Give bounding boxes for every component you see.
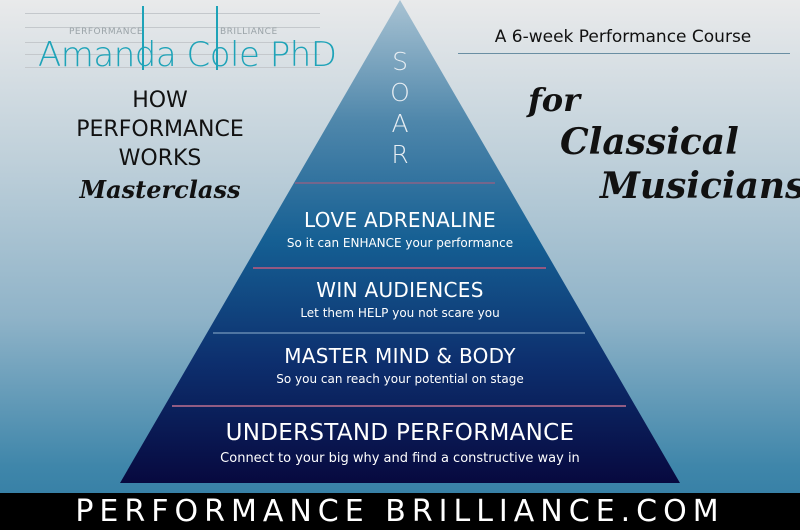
tier-title: UNDERSTAND PERFORMANCE — [225, 420, 575, 446]
tier-master-mind-body: MASTER MIND & BODY So you can reach your… — [180, 344, 620, 387]
title-line: PERFORMANCE — [76, 117, 244, 142]
pyramid-shape — [120, 0, 680, 483]
subtitle-underline — [458, 53, 790, 54]
logo-brilliance: BRILLIANCE — [220, 27, 278, 37]
masterclass-script: Masterclass — [79, 175, 241, 204]
tier-title: LOVE ADRENALINE — [304, 208, 496, 232]
tier-title: MASTER MIND & BODY — [284, 344, 516, 368]
pyramid — [120, 0, 680, 483]
script-classical: Classical — [560, 121, 739, 163]
soar-letter: R — [391, 140, 409, 169]
course-subtitle: A 6-week Performance Course — [494, 27, 752, 47]
title-line: HOW — [132, 88, 188, 113]
soar-letter: S — [392, 47, 408, 76]
tier-subtitle: So it can ENHANCE your performance — [286, 236, 514, 250]
tier-love-adrenaline: LOVE ADRENALINE So it can ENHANCE your p… — [260, 208, 540, 251]
tier-subtitle: Connect to your big why and find a const… — [220, 451, 580, 466]
script-for: for — [528, 81, 580, 119]
tier-subtitle: Let them HELP you not scare you — [300, 306, 500, 320]
tier-title: WIN AUDIENCES — [316, 278, 484, 302]
tier-subtitle: So you can reach your potential on stage — [276, 372, 524, 386]
soar-letter: O — [390, 78, 410, 107]
tier-win-audiences: WIN AUDIENCES Let them HELP you not scar… — [220, 278, 580, 321]
logo-performance: PERFORMANCE — [69, 27, 144, 37]
soar-letter: A — [391, 109, 409, 138]
logo-name: Amanda Cole PhD — [38, 35, 337, 75]
tier-understand-performance: UNDERSTAND PERFORMANCE Connect to your b… — [140, 420, 660, 467]
soar-acronym: S O A R — [385, 46, 415, 170]
footer-website[interactable]: PERFORMANCE BRILLIANCE.COM — [0, 493, 800, 530]
masterclass-title: HOW PERFORMANCE WORKS — [60, 86, 260, 173]
title-line: WORKS — [118, 146, 202, 171]
script-musicians: Musicians — [600, 165, 800, 207]
